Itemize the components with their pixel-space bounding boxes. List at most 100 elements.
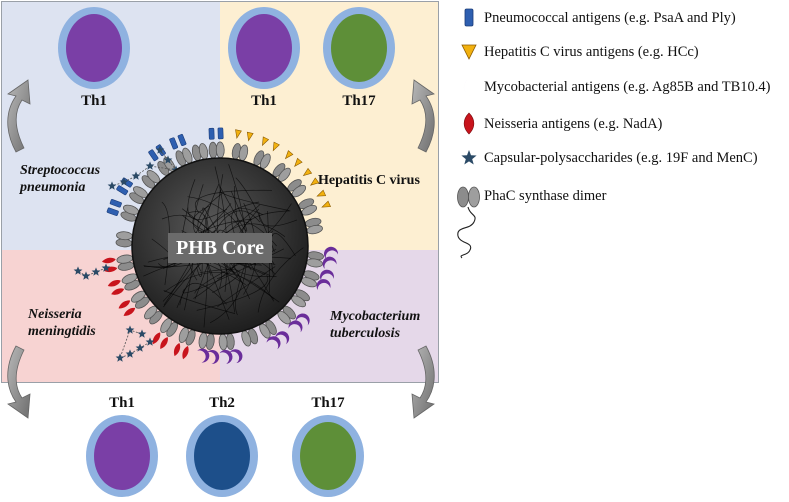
core-fiber xyxy=(217,266,276,308)
mycobacterial-antigen-icon xyxy=(463,78,474,97)
legend-item-hepatitis-c: Hepatitis C virus antigens (e.g. HCc) xyxy=(484,44,699,60)
legend-item-pneumococcal: Pneumococcal antigens (e.g. PsaA and Ply… xyxy=(484,10,736,26)
hepatitis-c-antigen-icon xyxy=(461,44,477,60)
core-fiber xyxy=(161,201,170,286)
cell-body xyxy=(194,422,250,490)
pneumococcal-antigen xyxy=(106,199,122,216)
polysaccharide-star xyxy=(163,155,173,164)
cell-label: Th1 xyxy=(251,93,277,109)
cell-top-left-th1 xyxy=(58,7,130,89)
neisseria-antigen xyxy=(173,342,189,360)
mycobacterial-antigen xyxy=(316,269,334,291)
core-fiber xyxy=(235,261,247,316)
neisseria-antigen xyxy=(152,332,168,350)
phac-dimer xyxy=(115,231,133,248)
cell-body xyxy=(331,14,387,82)
phac-dimer xyxy=(120,204,140,222)
cell-top-right-th1 xyxy=(228,7,300,89)
core-fiber xyxy=(187,179,228,220)
arrow-down-right-icon xyxy=(411,345,435,419)
polysaccharide-star xyxy=(145,161,155,170)
core-fiber xyxy=(219,186,248,232)
polysaccharide-star xyxy=(131,171,141,180)
legend-item-neisseria: Neisseria antigens (e.g. NadA) xyxy=(484,116,663,132)
hepatitis-c-antigen xyxy=(284,150,303,168)
phac-dimer xyxy=(175,147,193,167)
core-fiber xyxy=(163,290,236,314)
phac-dimer xyxy=(208,141,225,159)
neisseria-antigen-icon xyxy=(463,112,475,135)
capsular-polysaccharide-icon xyxy=(461,150,477,165)
cell-label: Th17 xyxy=(311,395,345,411)
mycobacterial-antigen xyxy=(288,313,310,333)
phac-dimer xyxy=(241,328,259,347)
core-fiber xyxy=(199,269,240,294)
phac-dimer xyxy=(298,198,318,216)
phac-dimer xyxy=(121,273,141,291)
cell-label: Th2 xyxy=(209,395,235,411)
phac-dimer xyxy=(218,333,235,351)
label-neisseria: Neisseria meningtidis xyxy=(28,307,96,339)
pneumococcal-antigen xyxy=(208,127,224,140)
core-fiber xyxy=(194,189,273,213)
cell-bottom-th2 xyxy=(186,415,258,497)
phac-synthase-dimer-icon xyxy=(457,186,480,259)
polysaccharide-star xyxy=(135,343,145,352)
phac-dimer xyxy=(191,143,209,162)
polysaccharide-star xyxy=(101,263,111,272)
core-fiber xyxy=(220,189,290,211)
core-fiber xyxy=(143,238,176,269)
polysaccharide-star xyxy=(119,177,129,186)
label-hepatitis-c: Hepatitis C virus xyxy=(318,173,420,188)
polysaccharide-star xyxy=(145,337,155,346)
cell-bottom-th17 xyxy=(292,415,364,497)
capsular-polysaccharide-chain xyxy=(115,325,155,362)
cell-body xyxy=(236,14,292,82)
phac-dimer xyxy=(198,332,215,350)
polysaccharide-star xyxy=(155,145,165,154)
mycobacterial-antigen xyxy=(197,348,220,364)
core-fiber xyxy=(257,247,304,313)
hepatitis-c-antigen xyxy=(302,167,320,186)
pneumococcal-antigen-icon xyxy=(464,8,474,27)
cell-bottom-th1 xyxy=(86,415,158,497)
hepatitis-c-antigen xyxy=(262,136,280,152)
polysaccharide-star xyxy=(107,181,117,190)
core-fiber xyxy=(193,184,232,234)
label-streptococcus: Streptococcus pneumonia xyxy=(20,163,101,195)
legend-icons xyxy=(457,8,480,259)
arrows xyxy=(7,79,435,419)
mycobacterial-antigen xyxy=(266,331,290,350)
surface-proteins xyxy=(73,127,338,364)
pneumococcal-antigen xyxy=(148,144,166,162)
polysaccharide-star xyxy=(81,271,91,280)
cell-label: Th17 xyxy=(342,93,376,109)
arrow-up-right-icon xyxy=(411,79,435,153)
hepatitis-c-antigen xyxy=(235,129,254,142)
neisseria-antigen xyxy=(107,280,125,295)
diagram-frame xyxy=(1,1,439,383)
legend-item-phac-synthase: PhaC synthase dimer xyxy=(484,188,607,204)
capsular-polysaccharide-chain xyxy=(73,263,111,280)
polysaccharide-star xyxy=(115,353,125,362)
polysaccharide-star xyxy=(73,266,83,275)
polysaccharide-star xyxy=(137,329,147,338)
cell-body xyxy=(94,422,150,490)
cell-body xyxy=(66,14,122,82)
legend-item-capsular-polysaccharides: Capsular-polysaccharides (e.g. 19F and M… xyxy=(484,150,758,166)
core-fiber xyxy=(176,223,286,309)
cell-top-right-th17 xyxy=(323,7,395,89)
polysaccharide-star xyxy=(125,349,135,358)
legend-item-mycobacterial: Mycobacterial antigens (e.g. Ag85B and T… xyxy=(484,79,771,95)
label-mycobacterium: Mycobacterium tuberculosis xyxy=(330,309,421,341)
mycobacterial-antigen xyxy=(219,349,243,364)
core-fiber xyxy=(194,263,241,294)
arrow-down-left-icon xyxy=(7,345,31,419)
phac-dimer xyxy=(306,251,324,268)
neisseria-antigen xyxy=(118,300,136,316)
core-fiber xyxy=(163,211,206,306)
arrow-up-left-icon xyxy=(7,79,31,153)
cell-label: Th1 xyxy=(109,395,135,411)
core-fiber xyxy=(209,164,248,324)
